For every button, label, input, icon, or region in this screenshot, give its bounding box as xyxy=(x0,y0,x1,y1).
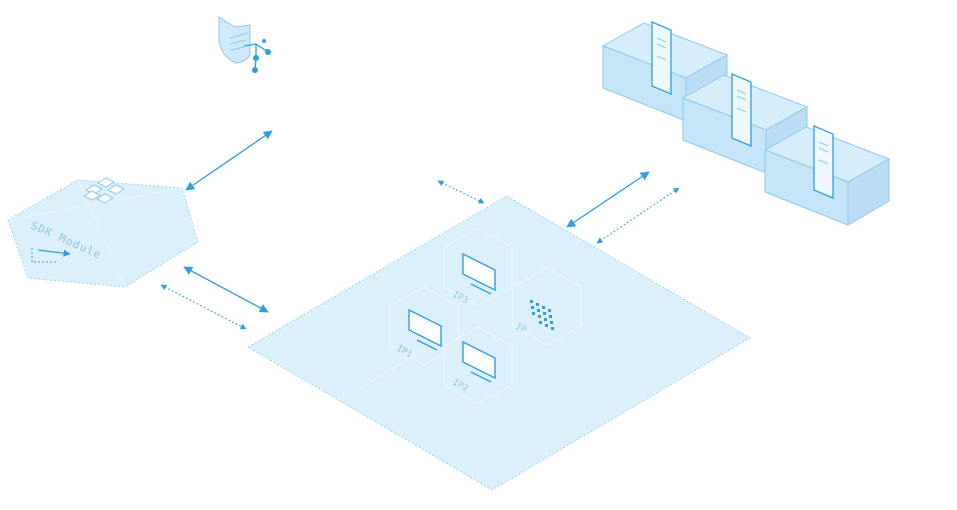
arrow-platform-servers-dotted xyxy=(596,187,680,244)
server-box-icon xyxy=(813,125,834,199)
arrow-sdk-platform-dotted xyxy=(160,284,247,330)
shield-network-icon xyxy=(218,16,271,73)
cube-cluster-icon xyxy=(82,177,126,204)
sdk-module-hexagon: SDK Module xyxy=(7,177,199,288)
server-box-2 xyxy=(681,73,809,174)
arrows xyxy=(160,130,680,330)
monitor-icon xyxy=(462,252,496,295)
dot-matrix-icon xyxy=(530,300,554,330)
label-ip: IP xyxy=(514,322,529,336)
monitor-icon xyxy=(462,340,496,383)
arrow-sdk-platform-solid xyxy=(183,266,269,313)
arrow-platform-servers-solid xyxy=(566,171,650,228)
arrow-top-platform-dotted xyxy=(437,180,485,204)
server-box-3 xyxy=(763,125,891,226)
monitor-icon xyxy=(408,308,442,351)
arrow-shield-sdk xyxy=(185,130,273,191)
server-box-icon xyxy=(651,21,672,95)
server-box-icon xyxy=(731,73,752,147)
platform: IP3 IP IP1 IP2 xyxy=(247,195,751,491)
